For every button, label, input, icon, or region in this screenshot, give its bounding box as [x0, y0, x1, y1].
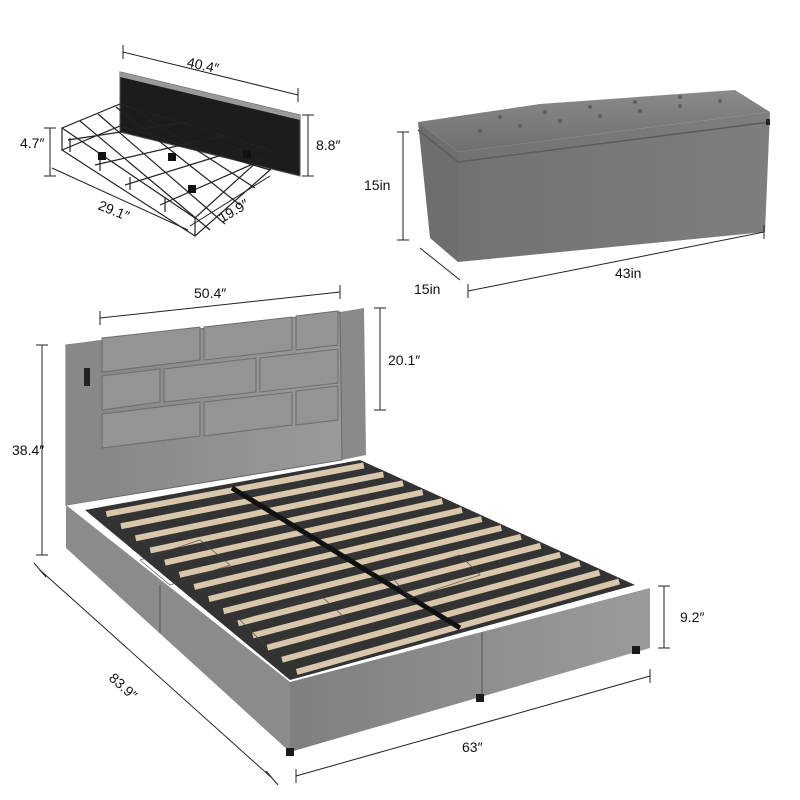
usb-port [84, 368, 90, 386]
bed-illustration [65, 308, 650, 756]
bed-left-side-rail [66, 505, 290, 752]
bed-side-height-label: 9.2″ [680, 609, 704, 625]
drawer-illustration [60, 71, 301, 237]
headboard-panel-height-label: 20.1″ [388, 352, 420, 368]
drawer-front-panel [119, 71, 301, 177]
drawer-castors [98, 150, 251, 193]
drawer-wire-basket [60, 103, 272, 237]
bench-length-label: 43in [615, 265, 641, 281]
bench-depth-label: 15in [414, 281, 440, 297]
drawer-length-label: 29.1″ [96, 197, 132, 224]
bed-dimension-lines [33, 285, 670, 786]
drawer-height-label: 4.7″ [20, 135, 44, 151]
drawer-front-height-label: 8.8″ [316, 137, 340, 153]
bed-total-height-label: 38.4″ [12, 442, 44, 458]
drawer-dimension-lines [44, 45, 314, 231]
drawer-width-label: 40.4″ [186, 54, 221, 76]
bench-tufting [478, 95, 722, 133]
headboard-panels [101, 310, 339, 449]
bench-front-face [418, 122, 458, 262]
storage-bench-illustration [417, 90, 771, 262]
bed-length-label: 83.9″ [106, 670, 141, 703]
bench-dimension-lines [397, 131, 765, 298]
bed-width-label: 63″ [462, 739, 483, 755]
bed-foot-rail [290, 588, 650, 752]
headboard-width-label: 50.4″ [194, 285, 226, 301]
bench-height-label: 15in [364, 177, 390, 193]
bed-frame-deck [85, 460, 635, 680]
headboard-wing [340, 308, 366, 460]
